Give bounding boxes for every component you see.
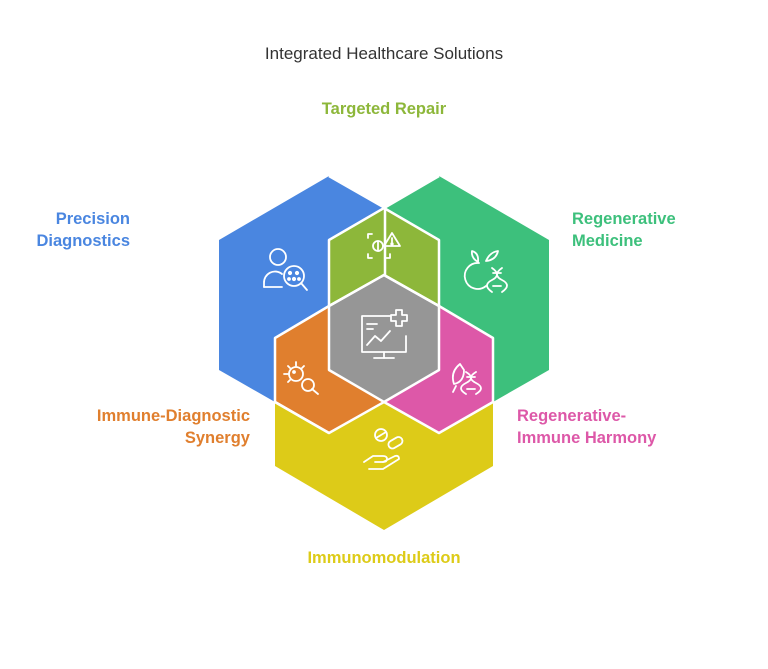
bacteria-search-icon [283,361,319,395]
label-regenerative-immune-harmony-line1: Regenerative- [517,407,627,425]
leaf-dna-icon [451,363,482,395]
label-immune-diagnostic-synergy-line1: Immune-Diagnostic [96,407,250,425]
label-immune-diagnostic-synergy: Immune-Diagnostic Synergy [40,405,250,449]
label-precision-diagnostics: Precision Diagnostics [20,208,130,252]
person-virus-search-icon [263,248,308,291]
diagnostic-warning-icon [367,232,401,259]
label-regenerative-immune-harmony: Regenerative- Immune Harmony [517,405,717,449]
segment-immune-diagnostic-synergy [275,306,384,433]
monitor-medical-chart-icon [361,309,408,359]
region-dividers [273,174,495,435]
label-precision-diagnostics-line2: Diagnostics [36,232,130,250]
plant-dna-icon [463,250,508,293]
label-immune-diagnostic-synergy-line2: Synergy [184,429,250,447]
label-regenerative-immune-harmony-line2: Immune Harmony [517,429,657,447]
label-regenerative-medicine: Regenerative Medicine [572,208,722,252]
diagram-title: Integrated Healthcare Solutions [264,44,504,63]
segment-regenerative-immune-harmony [384,306,493,433]
label-precision-diagnostics-line1: Precision [55,210,130,228]
label-regenerative-medicine-line1: Regenerative [572,210,676,228]
label-immunomodulation: Immunomodulation [307,549,461,567]
label-regenerative-medicine-line2: Medicine [572,232,643,250]
hand-pill-icon [363,428,404,470]
label-targeted-repair: Targeted Repair [321,100,447,118]
